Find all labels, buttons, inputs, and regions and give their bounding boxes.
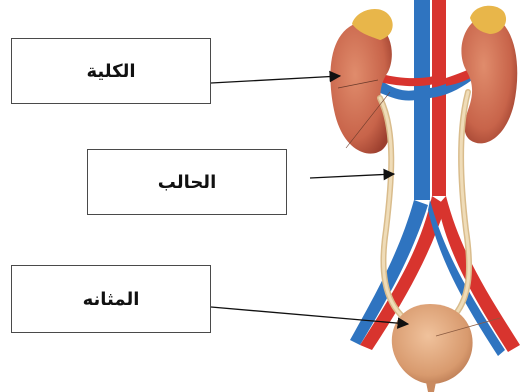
urethra — [426, 382, 436, 392]
kidney-label-box: الكلية — [11, 38, 211, 104]
ureter-arrow — [310, 174, 394, 178]
vena-cava — [414, 0, 430, 200]
bladder-label: المثانه — [83, 289, 140, 310]
ureter-label-box: الحالب — [87, 149, 287, 215]
aorta — [432, 0, 446, 196]
kidney-label: الكلية — [87, 61, 136, 82]
bladder — [392, 304, 473, 384]
kidney-arrow — [211, 76, 340, 83]
bladder-label-box: المثانه — [11, 265, 211, 333]
ureter-label: الحالب — [158, 172, 216, 193]
